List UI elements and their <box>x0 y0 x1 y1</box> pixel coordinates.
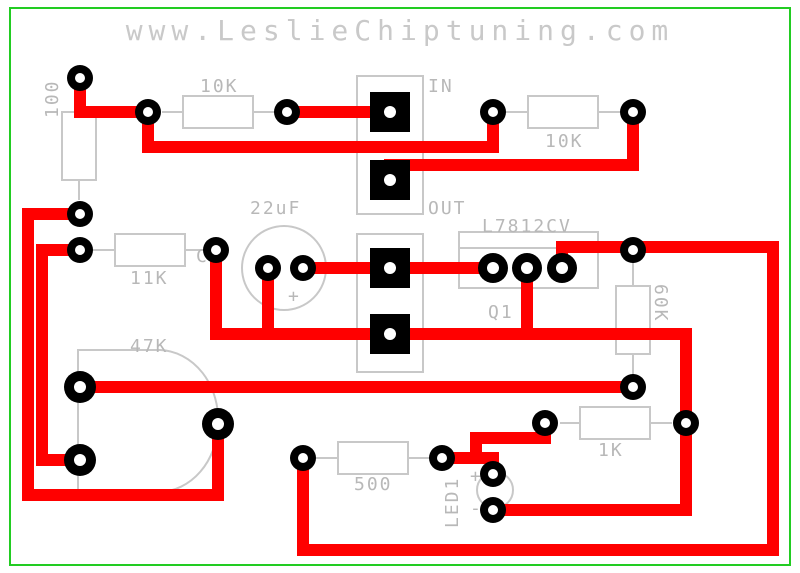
trace-cap-to-ground <box>210 244 396 340</box>
terminal-out-label: OUT <box>428 198 467 219</box>
round-pad <box>274 99 300 125</box>
trace-led-cathode <box>487 417 692 516</box>
trace-11k-to-pot <box>36 244 86 466</box>
round-pad <box>255 255 281 281</box>
potentiometer-47k-label: 47K <box>130 336 169 357</box>
led-label: LED1 <box>442 477 463 528</box>
led-plus-mark: + <box>470 466 483 487</box>
capacitor-plus-mark: + <box>288 286 301 307</box>
round-pad <box>512 253 542 283</box>
round-pad <box>532 410 558 436</box>
resistor-60k-body <box>615 285 651 355</box>
resistor-1k-body <box>579 406 651 440</box>
resistor-500-body <box>337 441 409 475</box>
cap-c-mark: C <box>196 246 209 267</box>
round-pad <box>64 444 96 476</box>
round-pad <box>135 99 161 125</box>
potentiometer-47k-outline <box>77 349 220 493</box>
resistor-1k-label: 1K <box>598 440 624 461</box>
regulator-l7812cv-label: L7812CV <box>482 216 572 237</box>
resistor-100-body <box>61 111 97 181</box>
board-outline <box>9 7 791 566</box>
round-pad <box>203 237 229 263</box>
resistor-10k-right-label: 10K <box>545 131 584 152</box>
resistor-500-label: 500 <box>354 474 393 495</box>
round-pad <box>67 237 93 263</box>
resistor-10k-right-body <box>527 95 599 129</box>
round-pad <box>478 253 508 283</box>
round-pad <box>547 253 577 283</box>
round-pad <box>290 255 316 281</box>
round-pad <box>202 408 234 440</box>
terminal-power-box <box>356 233 424 373</box>
round-pad <box>620 374 646 400</box>
transistor-q1-label: Q1 <box>488 302 514 323</box>
terminal-in-label: IN <box>428 76 454 97</box>
trace-left-bus <box>22 208 224 501</box>
round-pad <box>429 445 455 471</box>
resistor-11k-label: 11K <box>130 268 169 289</box>
round-pad <box>67 65 93 91</box>
resistor-10k-left-body <box>182 95 254 129</box>
resistor-10k-left-label: 10K <box>200 76 239 97</box>
round-pad <box>620 237 646 263</box>
website-text: www.LeslieChiptuning.com <box>126 14 675 47</box>
resistor-11k-body <box>114 233 186 267</box>
pads-layer <box>64 65 699 523</box>
trace-in-loop <box>142 106 499 153</box>
round-pad <box>480 497 506 523</box>
led-minus-mark: - <box>470 498 483 519</box>
round-pad <box>480 99 506 125</box>
round-pad <box>620 99 646 125</box>
trace-ground-bus <box>384 328 692 429</box>
resistor-60k-label: 60K <box>650 284 671 323</box>
capacitor-22uf-label: 22uF <box>250 198 301 219</box>
round-pad <box>290 445 316 471</box>
round-pad <box>67 201 93 227</box>
silkscreen-layer: 100 10K 10K IN OUT 11K C 22uF + L7812CV … <box>42 75 672 528</box>
resistor-100-label: 100 <box>42 79 63 118</box>
round-pad <box>480 461 506 487</box>
round-pad <box>64 371 96 403</box>
round-pad <box>673 410 699 436</box>
